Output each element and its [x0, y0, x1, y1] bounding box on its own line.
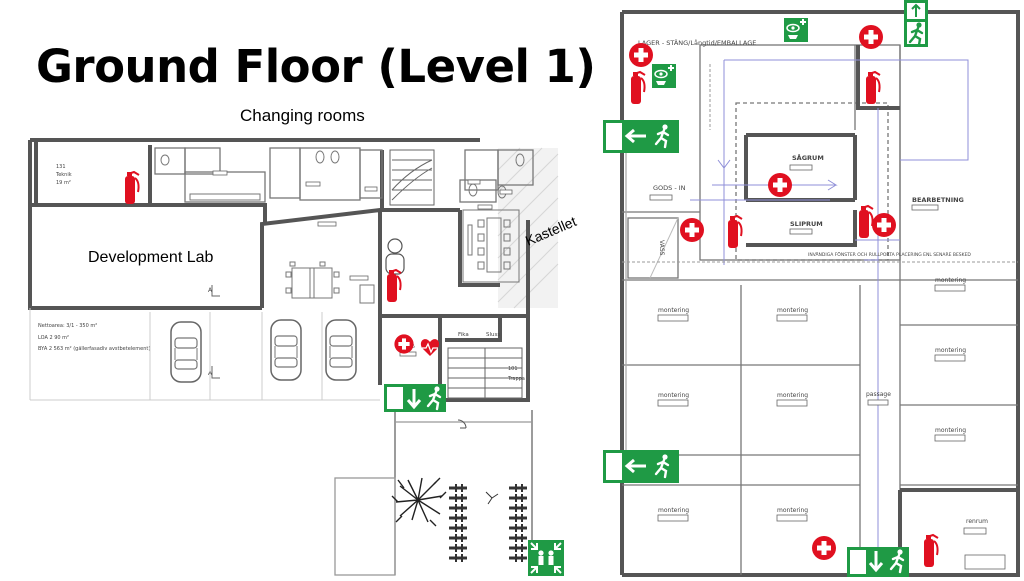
right-floor-plan: LAGER - STÄNG/Långtid/EMBALLAGE GODS - I… — [603, 0, 1020, 577]
montering-area-label: montering — [658, 392, 689, 399]
development-lab-label: Development Lab — [88, 249, 214, 266]
area-note-line2: LOA 2 90 m² — [38, 335, 69, 341]
passage-label: passage — [866, 391, 891, 398]
svg-text:A: A — [208, 287, 213, 294]
sagrum-room-label: SÅGRUM — [792, 153, 824, 162]
eyewash-station-icon — [783, 17, 809, 43]
first-aid-icon — [629, 43, 653, 67]
changing-rooms-label: Changing rooms — [240, 106, 365, 125]
sliprum-room-label: SLIPRUM — [790, 220, 823, 228]
eyewash-station-icon — [651, 63, 677, 89]
gods-in-room-label: GODS - IN — [653, 184, 686, 192]
montering-area-label: montering — [777, 507, 808, 514]
area-note-line3: BYA 2 563 m² (gällerfasadiv avstbeteleme… — [38, 346, 150, 352]
trappa-room-name: Trappa — [507, 376, 525, 382]
first-aid-icon — [768, 173, 792, 197]
first-aid-icon — [872, 213, 896, 237]
montering-area-label: montering — [658, 507, 689, 514]
fire-extinguisher-icon — [858, 205, 874, 239]
montering-area-label: montering — [935, 427, 966, 434]
fire-extinguisher-icon — [386, 269, 402, 303]
tree-symbol — [391, 477, 447, 527]
fire-extinguisher-icon — [630, 71, 646, 105]
fire-extinguisher-icon — [923, 534, 939, 568]
emergency-exit-sign-up — [904, 0, 928, 47]
fire-extinguisher-icon — [727, 215, 743, 249]
bearbetning-room-label: BEARBETNING — [912, 196, 964, 204]
window-note: INVÄNDIGA FÖNSTER OCH RULLPORTA PLACERIN… — [808, 251, 971, 258]
defibrillator-icon — [420, 339, 440, 356]
first-aid-icon — [394, 334, 414, 354]
fire-extinguisher-icon — [865, 71, 881, 105]
first-aid-icon — [812, 536, 836, 560]
renrum-room-label: renrum — [966, 518, 988, 525]
parked-car — [325, 319, 357, 381]
area-note-line1: Nettoarea: 3/1 - 350 m² — [38, 323, 97, 329]
first-aid-icon — [680, 218, 704, 242]
emergency-exit-sign-down — [384, 384, 446, 412]
vass-room-label: VASS — [658, 240, 665, 256]
fika-room-label: Fika — [458, 332, 469, 338]
teknik-room-name: Teknik — [55, 172, 72, 178]
teknik-room-area: 19 m² — [56, 180, 71, 186]
montering-area-label: montering — [777, 392, 808, 399]
lager-room-label: LAGER - STÄNG/Långtid/EMBALLAGE — [638, 38, 756, 47]
emergency-exit-sign-left — [603, 450, 679, 483]
left-floor-plan: 131 Teknik 19 m² Fika Sluss 101 Trappa U… — [28, 138, 579, 576]
first-aid-icon — [859, 25, 883, 49]
trappa-room-number: 101 — [508, 366, 518, 372]
sluss-room-label: Sluss — [486, 332, 500, 338]
montering-area-label: montering — [658, 307, 689, 314]
montering-area-label: montering — [935, 347, 966, 354]
emergency-exit-sign-left — [603, 120, 679, 153]
montering-area-label: montering — [777, 307, 808, 314]
montering-area-label: montering — [935, 277, 966, 284]
assembly-point-icon — [528, 540, 564, 576]
emergency-exit-sign-down — [847, 547, 909, 577]
teknik-room-number: 131 — [56, 164, 66, 170]
fire-extinguisher-icon — [124, 171, 140, 205]
parked-car — [270, 319, 302, 381]
parked-car — [170, 321, 202, 383]
page-title: Ground Floor (Level 1) — [36, 40, 596, 93]
